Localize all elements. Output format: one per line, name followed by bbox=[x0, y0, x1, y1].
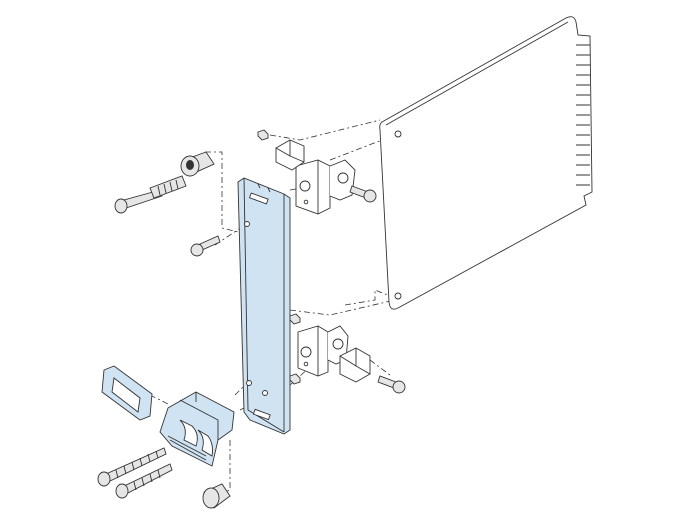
board-hole-bottom bbox=[394, 292, 402, 300]
captive-screw bbox=[114, 151, 215, 214]
upper-nut-block bbox=[275, 139, 305, 171]
panel-hole bbox=[244, 221, 250, 227]
lower-nut-block bbox=[339, 347, 371, 383]
small-nut-mid bbox=[289, 313, 301, 385]
long-screw-1 bbox=[97, 447, 167, 487]
panel-hole bbox=[262, 390, 268, 396]
screw-upper-right bbox=[349, 185, 377, 203]
board-hole-top bbox=[394, 130, 402, 138]
panel-slot-bottom bbox=[252, 408, 271, 421]
small-nut-top bbox=[257, 129, 269, 141]
front-panel bbox=[237, 177, 291, 435]
screw-panel bbox=[190, 235, 221, 257]
panel-hole bbox=[246, 380, 252, 386]
upper-bracket bbox=[295, 159, 356, 215]
knurled-nut bbox=[202, 483, 231, 509]
screw-lower-right bbox=[377, 375, 406, 394]
handle-block bbox=[159, 391, 235, 467]
panel-slot-top bbox=[248, 192, 269, 205]
edge-connector bbox=[576, 44, 590, 186]
circuit-board bbox=[379, 16, 593, 310]
long-screw-2 bbox=[115, 463, 173, 499]
label-window bbox=[101, 365, 153, 421]
